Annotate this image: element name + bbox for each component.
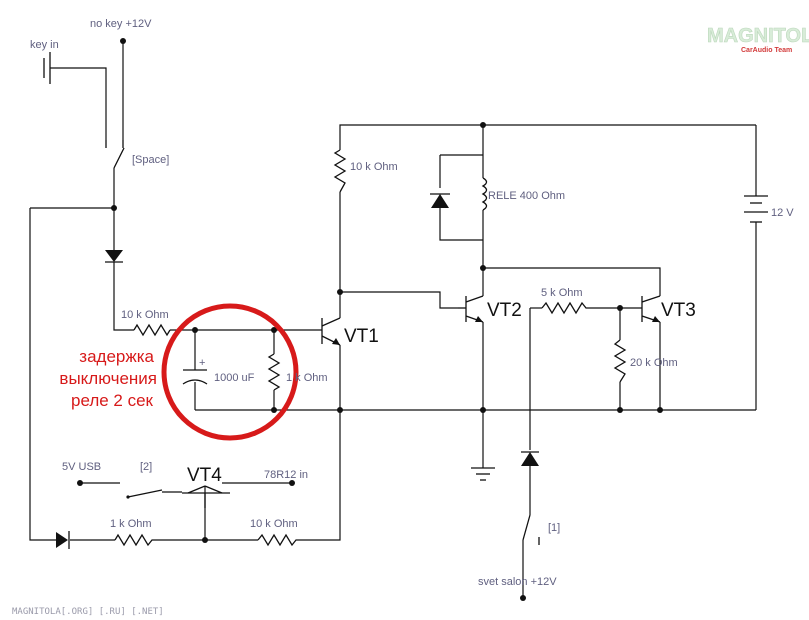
feedback-diode-icon: [56, 531, 70, 549]
label-no-key: no key +12V: [90, 18, 152, 30]
annotation-line-2: выключения: [59, 369, 157, 388]
battery-12v-icon: [744, 195, 768, 223]
transistor-vt4-icon: [182, 485, 230, 508]
switch-2-icon: [126, 489, 163, 499]
label-12v: 12 V: [771, 207, 794, 219]
label-svet: svet salon +12V: [478, 576, 557, 588]
capacitor-1000uf-icon: +: [182, 357, 208, 385]
magnitola-logo: MAGNITOLA CarAudio Team: [707, 25, 809, 54]
resistor-5k: [541, 301, 590, 315]
label-sw2: [2]: [140, 461, 152, 473]
junction-dots: [111, 122, 663, 543]
transistor-vt2-icon: [458, 295, 484, 323]
svg-text:+: +: [199, 357, 205, 369]
svet-terminal: [520, 595, 526, 601]
label-usb: 5V USB: [62, 461, 101, 473]
switch-1-icon: [522, 514, 540, 545]
label-key-in: key in: [30, 39, 59, 51]
wires: [29, 41, 757, 598]
space-switch-icon: [105, 140, 125, 169]
label-sw1: [1]: [548, 522, 560, 534]
resistor-20k: [613, 339, 627, 383]
label-space: [Space]: [132, 154, 169, 166]
78r12-terminal: [289, 480, 295, 486]
label-r10k-left: 10 k Ohm: [121, 309, 169, 321]
transistor-vt1-icon: [321, 317, 341, 346]
label-r10k-top: 10 k Ohm: [350, 161, 398, 173]
resistor-1k-mid: [267, 353, 281, 391]
annotation-line-3: реле 2 сек: [71, 391, 154, 410]
highlight-circle: [161, 303, 299, 441]
label-r1k-bottom: 1 k Ohm: [110, 518, 152, 530]
transistor-vt3-icon: [641, 295, 661, 323]
label-r1k-mid: 1 k Ohm: [286, 372, 328, 384]
label-r5k: 5 k Ohm: [541, 287, 583, 299]
usb-terminal: [77, 480, 83, 486]
key-in-battery-icon: [43, 52, 51, 84]
label-r10k-bottom: 10 k Ohm: [250, 518, 298, 530]
no-key-terminal: [120, 38, 126, 44]
label-78r12: 78R12 in: [264, 469, 308, 481]
annotation-line-1: задержка: [79, 347, 154, 366]
logo-main: MAGNITOLA: [707, 25, 809, 47]
diode-top-icon: [105, 250, 123, 263]
label-r20k: 20 k Ohm: [630, 357, 678, 369]
logo-sub: CarAudio Team: [741, 47, 792, 54]
label-vt4: VT4: [187, 465, 222, 486]
label-cap: 1000 uF: [214, 372, 255, 384]
resistor-1k-bottom: [114, 533, 155, 547]
footer-text: MAGNITOLA[.ORG] [.RU] [.NET]: [12, 607, 164, 617]
label-vt3: VT3: [661, 300, 696, 321]
resistor-10k-bottom: [257, 533, 298, 547]
relay-coil-icon: [481, 177, 488, 211]
resistor-10k-top: [333, 149, 347, 193]
resistor-10k-left: [133, 323, 171, 337]
relay-diode-icon: [430, 193, 450, 208]
svet-diode-icon: [521, 451, 539, 466]
ground-icon: [471, 467, 495, 481]
label-vt2: VT2: [487, 300, 522, 321]
label-rele: RELE 400 Ohm: [488, 190, 565, 202]
label-vt1: VT1: [344, 326, 379, 347]
